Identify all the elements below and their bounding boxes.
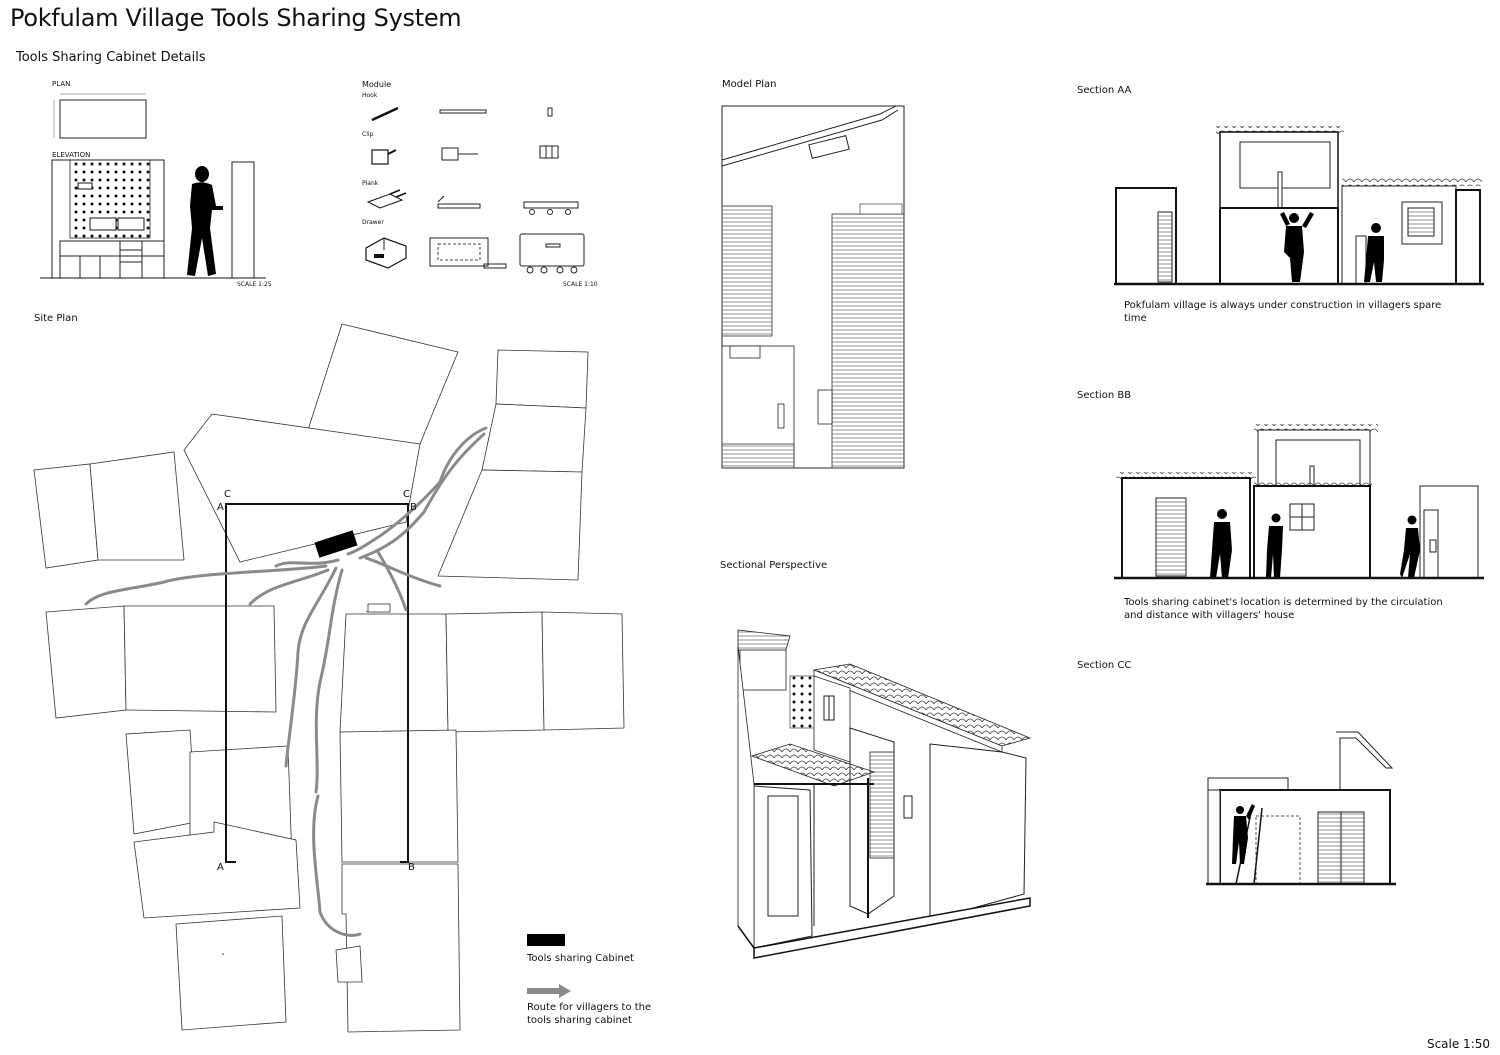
marker-a-bottom: A: [217, 862, 224, 873]
section-aa-heading: Section AA: [1077, 85, 1132, 96]
cabinet-plan-elevation-drawing: [40, 93, 266, 279]
legend-route-arrow-icon: [527, 984, 571, 998]
model-plan-drawing: [721, 105, 905, 469]
marker-c-left: C: [224, 489, 231, 500]
sectional-perspective-drawing: [737, 629, 1032, 959]
marker-c-right: C: [403, 489, 410, 500]
module-drawer-label: Drawer: [362, 219, 384, 226]
legend-cabinet-swatch: [527, 934, 565, 946]
drawing-scale: Scale 1:50: [1426, 1037, 1490, 1051]
plan-label: PLAN: [52, 80, 71, 88]
section-bb-drawing: [1114, 424, 1484, 580]
marker-b-bottom: B: [408, 862, 415, 873]
section-bb-caption: Tools sharing cabinet's location is dete…: [1124, 597, 1443, 621]
legend-cabinet-label: Tools sharing Cabinet: [527, 953, 634, 964]
site-plan-drawing: [33, 323, 625, 1033]
section-cc-heading: Section CC: [1077, 660, 1132, 671]
section-aa-drawing: [1114, 126, 1484, 286]
section-cc-drawing: [1206, 731, 1396, 886]
elevation-label: ELEVATION: [52, 151, 91, 159]
module-plank-label: Plank: [362, 180, 379, 187]
module-clip-label: Clip: [362, 131, 374, 138]
section-bb-heading: Section BB: [1077, 390, 1132, 401]
module-label: Module: [362, 80, 392, 89]
legend-route-label: Route for villagers to the tools sharing…: [527, 1002, 652, 1026]
page-title: Pokfulam Village Tools Sharing System: [10, 4, 462, 32]
model-plan-heading: Model Plan: [722, 79, 777, 90]
section-aa-caption: Pokfulam village is always under constru…: [1124, 300, 1442, 324]
cabinet-details-heading: Tools Sharing Cabinet Details: [16, 50, 206, 65]
scale-right-label: SCALE 1:10: [563, 281, 598, 288]
scale-left-label: SCALE 1:25: [237, 281, 272, 288]
marker-a-top: A: [217, 502, 224, 513]
site-plan-heading: Site Plan: [34, 313, 78, 324]
sectional-perspective-heading: Sectional Perspective: [720, 560, 828, 571]
marker-b-top: B: [410, 502, 417, 513]
module-drawings: [365, 106, 585, 274]
module-hook-label: Hook: [362, 92, 378, 99]
